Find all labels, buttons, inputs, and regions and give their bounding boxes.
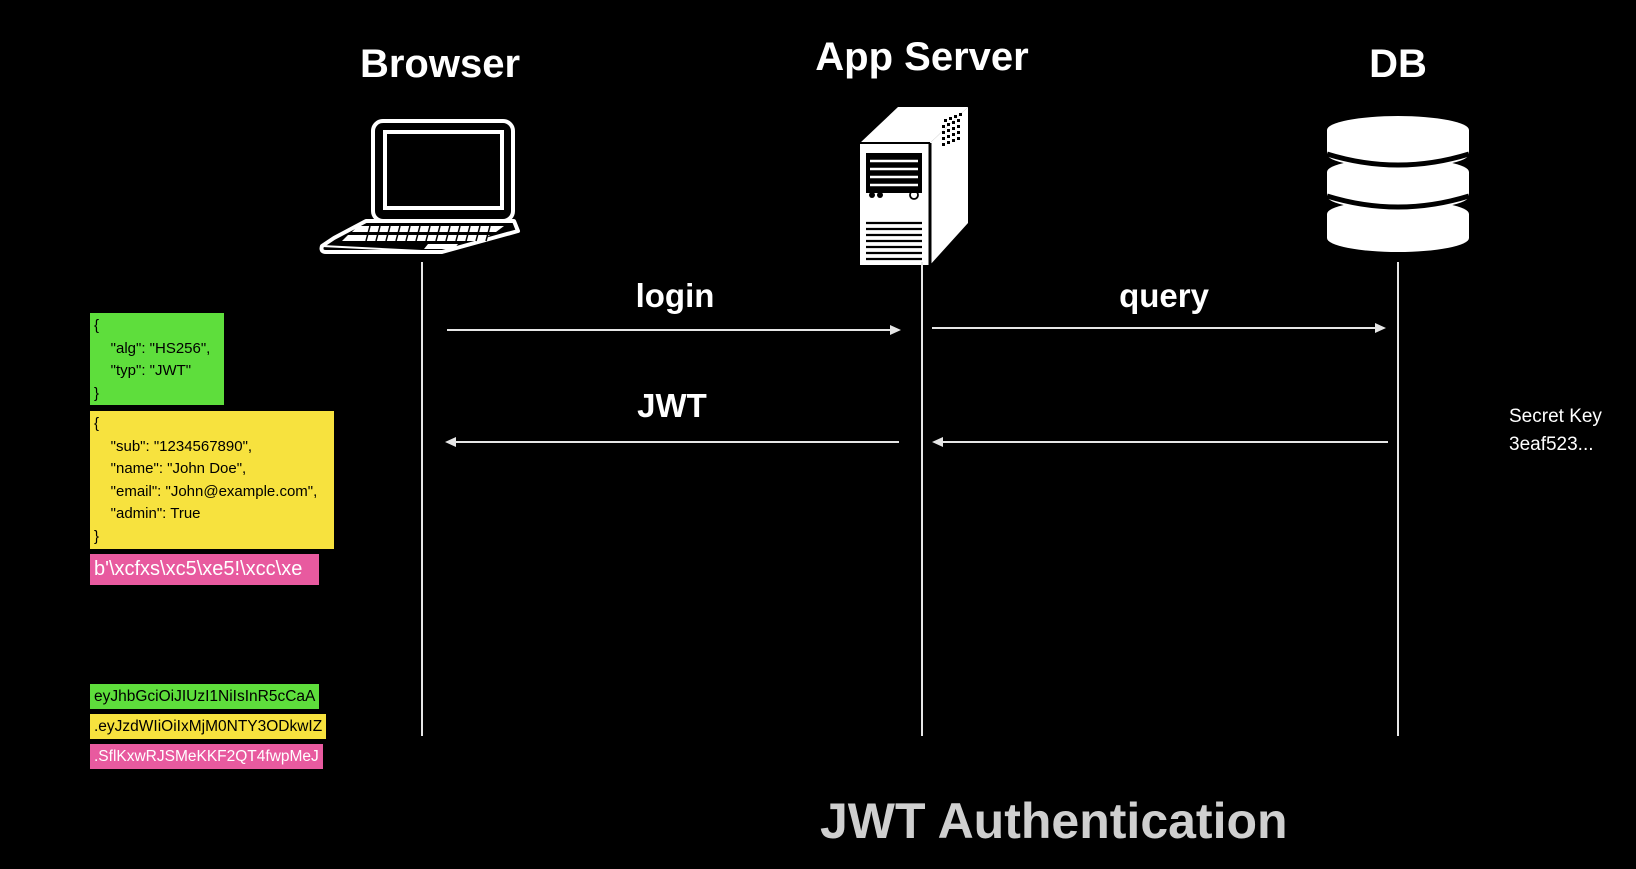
query-label: query: [1119, 277, 1209, 314]
database-icon: [1326, 116, 1470, 252]
jwt-payload-line: }: [94, 527, 100, 545]
browser-title: Browser: [359, 42, 521, 86]
secret-key-note: Secret Key 3eaf523...: [1509, 403, 1602, 459]
jwt-signature-bytes: b'\xcfxs\xc5\xe5!\xcc\xe: [90, 554, 319, 585]
db-lifeline: [1397, 262, 1399, 736]
browser-lifeline: [421, 262, 423, 736]
server-tower-icon: [860, 107, 968, 265]
login-arrow: [447, 325, 901, 335]
app-server-lifeline: [921, 262, 923, 736]
secret-key-label: Secret Key: [1509, 406, 1602, 427]
jwt-label: JWT: [637, 387, 707, 424]
jwt-payload-line: "email": "John@example.com",: [94, 482, 318, 500]
jwt-payload-box: { "sub": "1234567890", "name": "John Doe…: [90, 411, 334, 549]
login-label: login: [635, 277, 715, 314]
encoded-signature-segment: .SflKxwRJSMeKKF2QT4fwpMeJ: [90, 744, 323, 769]
secret-key-value: 3eaf523...: [1509, 434, 1594, 455]
encoded-header-segment: eyJhbGciOiJIUzI1NiIsInR5cCaA: [90, 684, 320, 709]
laptop-icon: [319, 119, 520, 254]
jwt-header-box: { "alg": "HS256", "typ": "JWT" }: [90, 313, 224, 405]
jwt-payload-line: "sub": "1234567890",: [94, 437, 253, 455]
jwt-payload-line: "name": "John Doe",: [94, 460, 247, 477]
jwt-response-arrow: [445, 437, 899, 447]
db-response-arrow: [932, 437, 1388, 447]
slide-title: JWT Authentication: [820, 793, 1288, 849]
encoded-payload-segment: .eyJzdWIiOiIxMjM0NTY3ODkwIZ: [90, 714, 327, 739]
db-title: DB: [1369, 42, 1427, 86]
jwt-header-line: "alg": "HS256",: [94, 339, 211, 357]
jwt-header-line: "typ": "JWT": [94, 362, 192, 379]
jwt-header-line: {: [94, 317, 100, 334]
jwt-payload-line: {: [94, 415, 100, 432]
app-server-title: App Server: [815, 35, 1029, 79]
jwt-header-line: }: [94, 384, 100, 402]
jwt-payload-line: "admin": True: [94, 505, 201, 522]
query-arrow: [932, 323, 1386, 333]
